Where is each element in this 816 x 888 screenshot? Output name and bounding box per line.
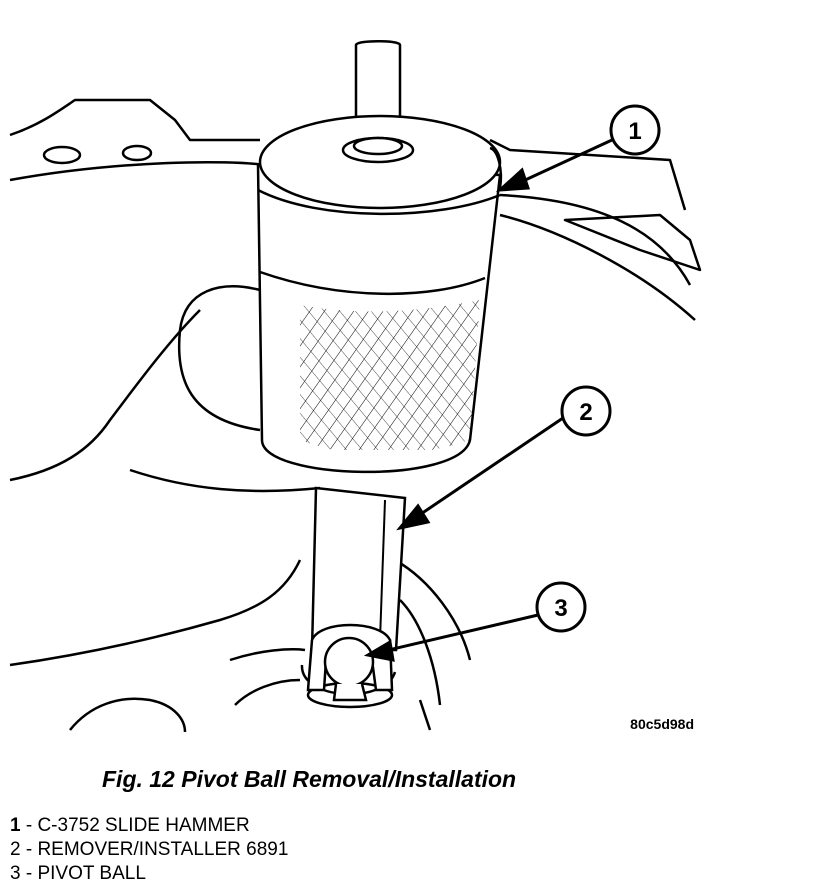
cylinder-head-outline	[9, 98, 702, 733]
callout-3: 3	[535, 581, 587, 633]
legend-item-3: 3 - PIVOT BALL	[10, 862, 288, 886]
legend-item-1: 1 - C-3752 SLIDE HAMMER	[10, 814, 288, 838]
image-id: 80c5d98d	[630, 716, 694, 732]
slide-hammer	[256, 114, 503, 474]
figure-caption: Fig. 12 Pivot Ball Removal/Installation	[102, 766, 517, 792]
callout-1: 1	[609, 104, 661, 156]
head-bolt-holes	[42, 144, 153, 165]
svg-text:3: 3	[554, 595, 567, 622]
callout-leaders	[363, 138, 613, 662]
pivot-ball	[300, 623, 397, 709]
svg-text:2: 2	[579, 399, 592, 426]
legend-key: 1	[10, 815, 21, 836]
pivot-ball-diagram: 1 2 3 80c5d98d	[9, 40, 702, 733]
legend-item-2: 2 - REMOVER/INSTALLER 6891	[10, 838, 288, 862]
legend-key: 3	[10, 863, 21, 884]
legend-text: - C-3752 SLIDE HAMMER	[20, 815, 250, 836]
legend-text: - REMOVER/INSTALLER 6891	[20, 839, 289, 860]
legend: 1 - C-3752 SLIDE HAMMER 2 - REMOVER/INST…	[10, 814, 288, 886]
remover-installer	[310, 486, 407, 652]
svg-text:1: 1	[628, 118, 641, 145]
callout-2: 2	[560, 385, 612, 437]
legend-text: - PIVOT BALL	[20, 863, 146, 884]
legend-key: 2	[10, 839, 21, 860]
